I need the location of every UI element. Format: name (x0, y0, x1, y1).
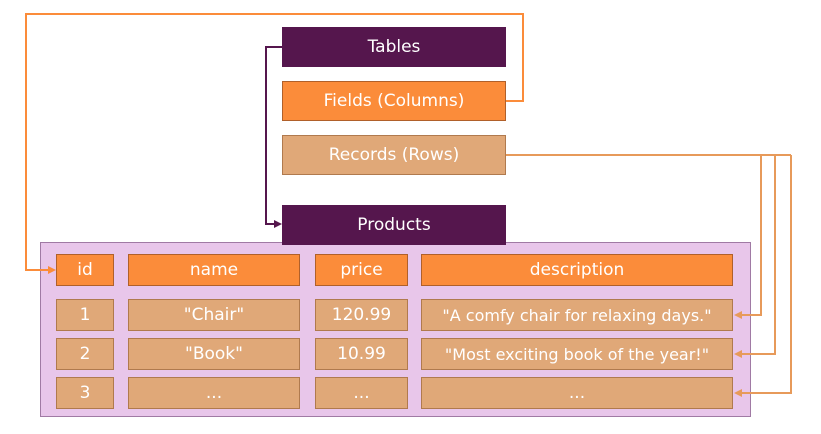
cell-text: "A comfy chair for relaxing days." (442, 305, 712, 325)
tables-legend-box: Tables (282, 27, 506, 67)
column-header-description: description (421, 254, 733, 286)
table-row-1-price: 120.99 (315, 299, 408, 331)
tables-to-products-line (265, 46, 282, 225)
table-row-1-description: "A comfy chair for relaxing days." (421, 299, 733, 331)
table-row-2-description: "Most exciting book of the year!" (421, 338, 733, 370)
cell-text: "Chair" (183, 305, 245, 325)
table-row-1-name: "Chair" (128, 299, 300, 331)
cell-text: 1 (79, 305, 91, 325)
cell-text: 3 (79, 383, 91, 403)
fields-legend-label: Fields (Columns) (323, 91, 465, 111)
records-legend-label: Records (Rows) (328, 145, 460, 165)
table-row-1-id: 1 (56, 299, 114, 331)
records-to-row2-line (740, 155, 776, 355)
column-header-description-label: description (529, 260, 625, 280)
table-row-3-description: ... (421, 377, 733, 409)
table-row-2-name: "Book" (128, 338, 300, 370)
records-legend-box: Records (Rows) (282, 135, 506, 175)
cell-text: 10.99 (337, 344, 386, 364)
cell-text: "Most exciting book of the year!" (444, 344, 710, 364)
fields-to-header-line (25, 13, 524, 271)
records-to-row3-line (740, 155, 792, 394)
column-header-name-label: name (189, 260, 239, 280)
table-name-box: Products (282, 205, 506, 245)
records-to-row1-arrow (734, 311, 742, 319)
records-to-row2-arrow (734, 350, 742, 358)
cell-text: 120.99 (331, 305, 392, 325)
column-header-id: id (56, 254, 114, 286)
column-header-price-label: price (340, 260, 383, 280)
cell-text: ... (568, 383, 586, 403)
column-header-name: name (128, 254, 300, 286)
cell-text: "Book" (185, 344, 243, 364)
cell-text: ... (353, 383, 370, 403)
column-header-id-label: id (77, 260, 93, 280)
cell-text: ... (205, 383, 223, 403)
table-row-3-id: 3 (56, 377, 114, 409)
table-row-2-id: 2 (56, 338, 114, 370)
records-to-row3-arrow (734, 389, 742, 397)
column-header-price: price (315, 254, 408, 286)
table-row-3-price: ... (315, 377, 408, 409)
fields-legend-box: Fields (Columns) (282, 81, 506, 121)
cell-text: 2 (79, 344, 91, 364)
fields-to-header-arrow (48, 266, 56, 274)
table-row-2-price: 10.99 (315, 338, 408, 370)
table-row-3-name: ... (128, 377, 300, 409)
tables-to-products-arrow (274, 220, 282, 228)
table-name-label: Products (357, 215, 431, 235)
records-to-row1-line (740, 155, 762, 316)
tables-legend-label: Tables (367, 37, 421, 57)
